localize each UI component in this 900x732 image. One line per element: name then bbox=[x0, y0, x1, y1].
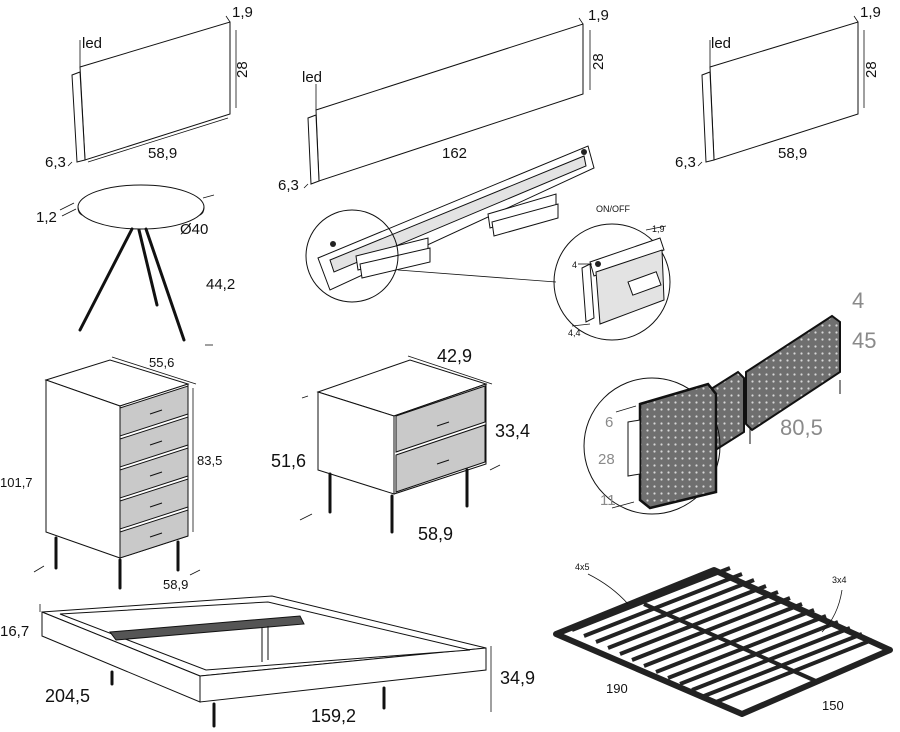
bed-height-label: 34,9 bbox=[500, 668, 535, 688]
chest-of-drawers: 55,6 101,7 83,5 58,9 bbox=[0, 355, 222, 592]
cushion-detail-top-label: 6 bbox=[605, 414, 613, 431]
led-label-center: led bbox=[302, 69, 322, 86]
chest-drawer-height-label: 83,5 bbox=[197, 453, 222, 468]
table-height-label: 44,2 bbox=[206, 276, 235, 293]
table-diameter-label: Ø40 bbox=[180, 221, 208, 238]
thickness-label-right: 1,9 bbox=[860, 4, 881, 21]
led-label-right: led bbox=[711, 35, 731, 52]
nightstand-height-label: 51,6 bbox=[271, 451, 306, 471]
thickness-label-left: 1,9 bbox=[232, 4, 253, 21]
led-detail-gap-label: 4 bbox=[572, 260, 577, 270]
headboard-center: led 1,9 28 6,3 162 bbox=[278, 7, 609, 194]
headboard-left: led 1,9 28 6,3 58,9 bbox=[45, 4, 253, 171]
table-top-thickness-label: 1,2 bbox=[36, 209, 57, 226]
nightstand: 42,9 51,6 33,4 58,9 bbox=[271, 346, 530, 544]
width-label-right: 58,9 bbox=[778, 145, 807, 162]
thickness-label-center: 1,9 bbox=[588, 7, 609, 24]
slat-corner-left-label: 4x5 bbox=[575, 562, 590, 572]
width-label-left: 58,9 bbox=[148, 145, 177, 162]
cushion-detail-bottom-label: 11 bbox=[600, 492, 616, 509]
depth-label-right: 6,3 bbox=[675, 154, 696, 171]
led-detail-thickness-label: 1,9 bbox=[652, 224, 665, 234]
led-headboard-detail: ON/OFF 1,9 4 4,4 bbox=[305, 145, 671, 341]
on-off-switch-label: ON/OFF bbox=[596, 204, 630, 214]
slat-corner-right-label: 3x4 bbox=[832, 575, 847, 585]
slat-width-label: 150 bbox=[822, 698, 844, 713]
cushion-detail-mid-label: 28 bbox=[598, 451, 615, 468]
cushion-thickness-label: 4 bbox=[852, 288, 864, 313]
nightstand-drawer-height-label: 33,4 bbox=[495, 421, 530, 441]
height-label-left: 28 bbox=[234, 61, 251, 78]
chest-depth-label: 58,9 bbox=[163, 577, 188, 592]
bed-frame: 16,7 204,5 159,2 34,9 bbox=[0, 595, 535, 728]
cushion-width-label: 80,5 bbox=[780, 415, 823, 440]
side-table: 1,2 Ø40 44,2 bbox=[36, 184, 235, 346]
slatted-base: 4x5 3x4 190 150 bbox=[553, 562, 893, 717]
chest-height-label: 101,7 bbox=[0, 475, 33, 490]
slat-length-label: 190 bbox=[606, 681, 628, 696]
led-detail-depth-label: 4,4 bbox=[568, 328, 581, 338]
depth-label-center: 6,3 bbox=[278, 177, 299, 194]
chest-width-label: 55,6 bbox=[149, 355, 174, 370]
width-label-center: 162 bbox=[442, 145, 467, 162]
bed-width-label: 159,2 bbox=[311, 706, 356, 726]
cushion-height-label: 45 bbox=[852, 328, 876, 353]
bed-side-height-label: 16,7 bbox=[0, 623, 29, 640]
height-label-right: 28 bbox=[863, 61, 880, 78]
bed-length-label: 204,5 bbox=[45, 686, 90, 706]
led-label-left: led bbox=[82, 35, 102, 52]
depth-label-left: 6,3 bbox=[45, 154, 66, 171]
cushion-panels: 4 45 80,5 6 28 11 bbox=[583, 288, 876, 515]
nightstand-depth-label: 42,9 bbox=[437, 346, 472, 366]
headboard-right: led 1,9 28 6,3 58,9 bbox=[675, 4, 881, 171]
height-label-center: 28 bbox=[590, 53, 607, 70]
nightstand-width-label: 58,9 bbox=[418, 524, 453, 544]
